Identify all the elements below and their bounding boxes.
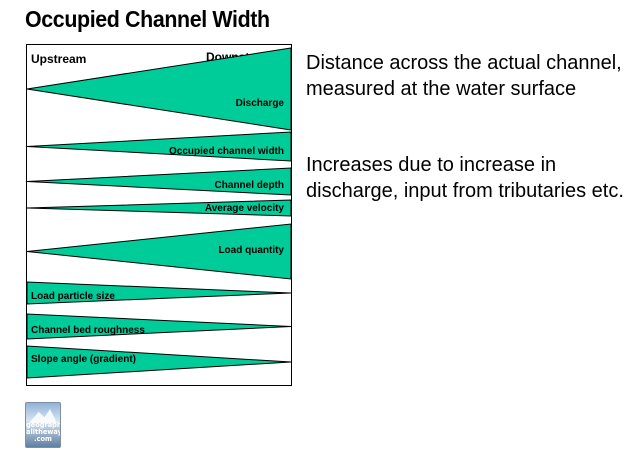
wedge-average-velocity bbox=[26, 199, 292, 217]
logo-line-3: .com bbox=[34, 435, 52, 443]
change-text: Increases due to increase in discharge, … bbox=[306, 154, 624, 202]
logo-text: geography alltheway .com bbox=[26, 422, 60, 443]
wedge-label: Channel depth bbox=[215, 180, 284, 191]
wedge-discharge bbox=[26, 47, 292, 131]
wedge-label: Load quantity bbox=[218, 245, 284, 256]
wedge-label: Discharge bbox=[236, 98, 285, 109]
wedge-label: Channel bed roughness bbox=[31, 325, 145, 336]
definition-text: Distance across the actual channel, meas… bbox=[306, 52, 622, 100]
wedge-label: Slope angle (gradient) bbox=[31, 354, 136, 365]
wedge-slope-angle-gradient bbox=[26, 345, 292, 379]
wedge-load-particle-size bbox=[26, 281, 292, 305]
logo-line-1: geography bbox=[26, 421, 60, 429]
page-title: Occupied Channel Width bbox=[25, 6, 270, 32]
wedge-label: Load particle size bbox=[31, 291, 115, 302]
site-logo: geography alltheway .com bbox=[25, 402, 61, 448]
wedge-load-quantity bbox=[26, 223, 292, 280]
wedge-label: Occupied channel width bbox=[169, 146, 284, 157]
wedge-channel-bed-roughness bbox=[26, 313, 292, 340]
wedge-channel-depth bbox=[26, 167, 292, 196]
logo-line-2: alltheway bbox=[26, 428, 61, 436]
wedge-label: Average velocity bbox=[205, 203, 285, 214]
upstream-label: Upstream bbox=[31, 52, 86, 66]
wedge-occupied-channel-width bbox=[26, 131, 292, 162]
